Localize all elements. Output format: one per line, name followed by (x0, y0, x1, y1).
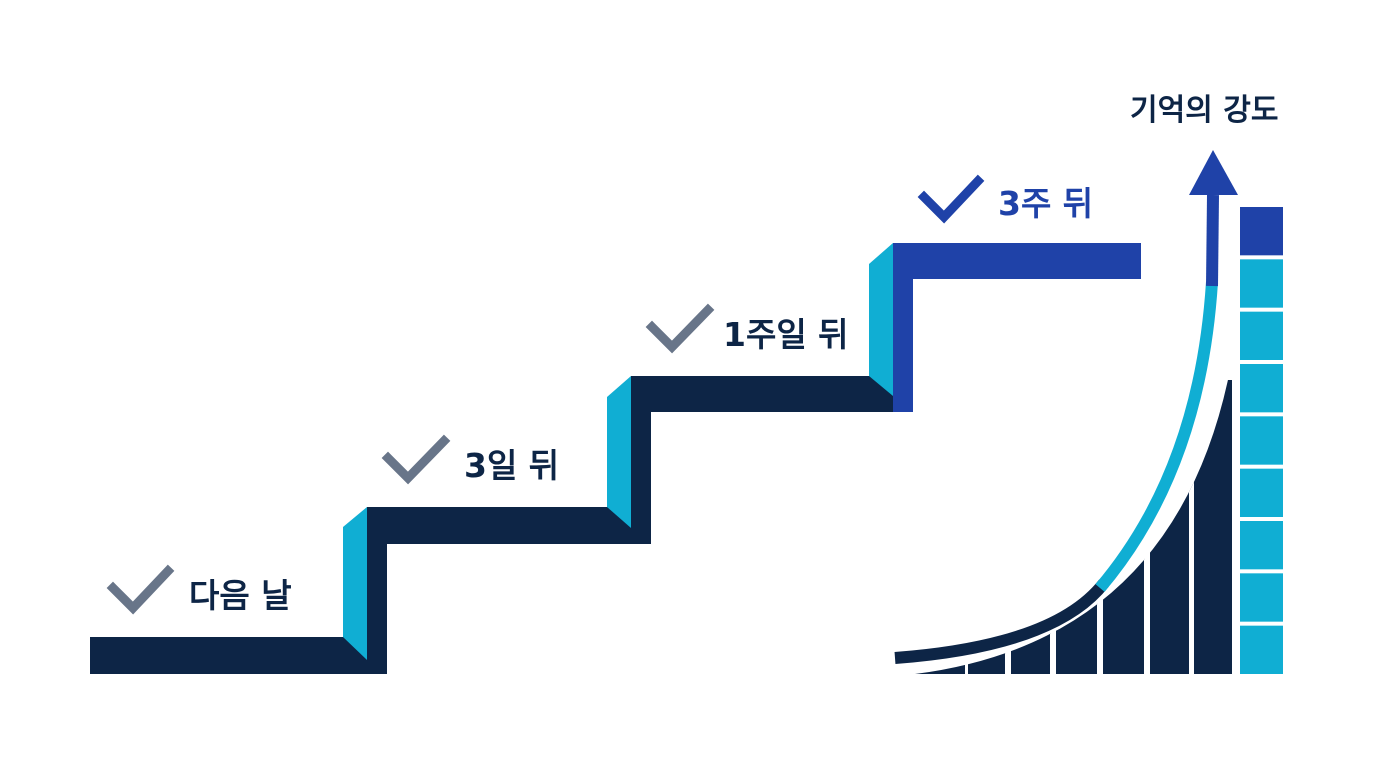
step-label-2: 3일 뒤 (381, 434, 559, 485)
memory-column-segment (1240, 311, 1283, 360)
memory-bar-4 (1056, 380, 1098, 674)
stair-riser-2 (631, 376, 651, 544)
stair-riser-3-face (869, 243, 893, 396)
memory-curve-middle (1095, 281, 1218, 592)
memory-column-segment (1240, 259, 1283, 308)
memory-strength-title: 기억의 강도 (1130, 93, 1278, 128)
arrow-up-icon (1189, 150, 1238, 195)
memory-strength-graphic: 기억의 강도 (893, 93, 1283, 674)
memory-column-segment (1240, 207, 1283, 256)
step-label-1-text: 다음 날 (189, 576, 292, 615)
check-icon (106, 564, 175, 615)
stair-riser-2-face (607, 376, 631, 528)
stair-riser-3 (893, 243, 913, 412)
stair-riser-1 (367, 507, 387, 674)
memory-curve-upper (1206, 194, 1219, 287)
stair-riser-1-face (343, 507, 367, 660)
memory-column-segment (1240, 521, 1283, 570)
memory-column-segment (1240, 364, 1283, 413)
memory-curve-lower (894, 579, 1109, 664)
staircase (90, 243, 1141, 674)
memory-strength-column (1240, 207, 1283, 674)
memory-column-segment (1240, 468, 1283, 517)
memory-column-segment (1240, 625, 1283, 674)
stair-tread-2 (367, 507, 651, 544)
check-icon (917, 174, 985, 224)
step-label-2-text: 3일 뒤 (464, 446, 559, 485)
stair-tread-1 (90, 637, 387, 674)
step-label-3-text: 1주일 뒤 (723, 315, 849, 354)
memory-column-segment (1240, 573, 1283, 622)
step-label-1: 다음 날 (106, 564, 292, 615)
memory-column-segment (1240, 416, 1283, 465)
stair-tread-4 (893, 243, 1141, 279)
step-label-3: 1주일 뒤 (645, 303, 849, 354)
check-icon (381, 434, 451, 485)
stair-tread-3 (631, 376, 913, 412)
check-icon (645, 303, 715, 354)
step-label-4: 3주 뒤 (917, 174, 1093, 224)
step-label-4-text: 3주 뒤 (998, 184, 1093, 223)
